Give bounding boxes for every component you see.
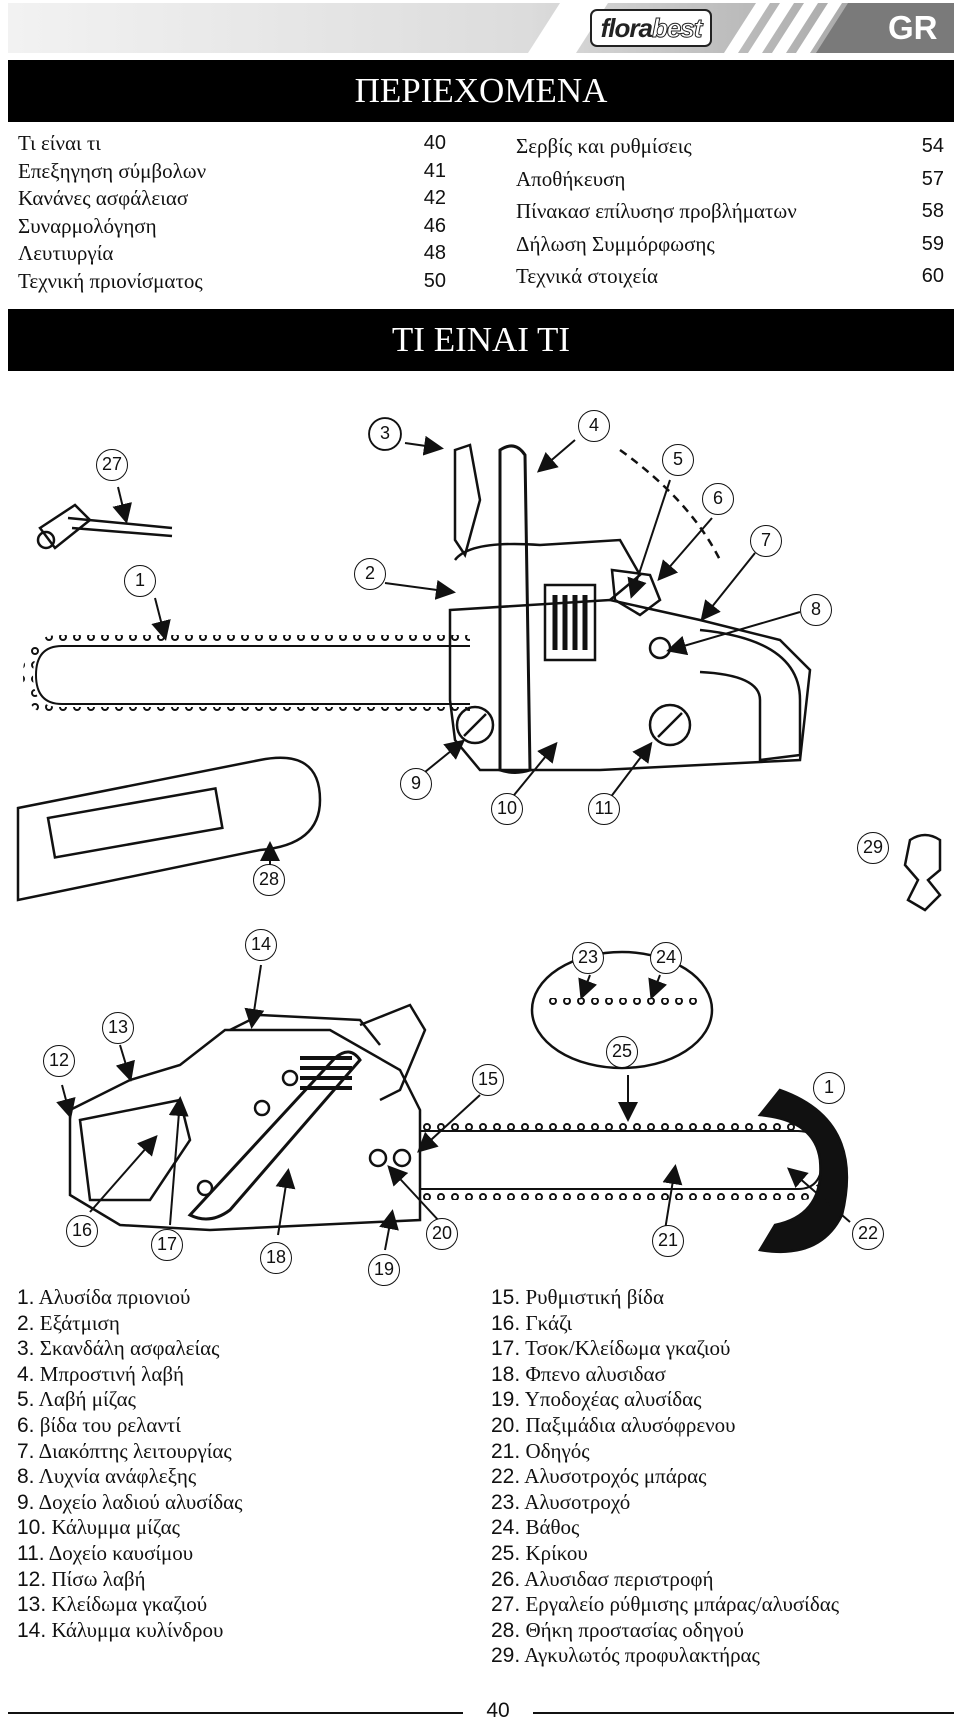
legend-item: 10. Κάλυμμα μίζας [17, 1515, 180, 1540]
toc-label: Πίνακασ επίλυσησ προβλήματων [516, 199, 797, 223]
toc-label: Τι είναι τι [18, 131, 101, 155]
toc-left: Τι είναι τι 40 Επεξηγηση σύμβολων 41 Κανάν… [18, 130, 446, 295]
toc-row[interactable]: Τεχνική πριονίσματος 50 [18, 268, 446, 296]
toc-label: Αποθήκευση [516, 166, 626, 191]
legend-item: 20. Παξιμάδια αλυσόφρενου [491, 1412, 736, 1437]
legend-item: 21. Οδηγός [491, 1438, 590, 1463]
parts-legend-right: 15. Ρυθμιστική βίδα 16. Γκάζι 17. Τσοκ/Κ… [491, 1285, 839, 1669]
chain-detail [530, 950, 714, 1070]
brand-logo-part1: flora [600, 12, 653, 43]
toc-page: 57 [921, 167, 944, 190]
toc-page: 54 [921, 135, 944, 157]
toc-label: Τεχνικά στοιχεία [516, 264, 659, 288]
toc-page: 41 [423, 159, 446, 182]
toc-right: Σερβίς και ρυθμίσεις 54 Αποθήκευση 57 Πίνα… [516, 130, 944, 293]
toc-label: Δήλωση Συμμόρφωσης [516, 231, 715, 256]
top-saw-body [448, 443, 812, 774]
contents-title: ΠΕΡΙΕΧΟΜΕΝΑ [8, 60, 954, 122]
toc-row[interactable]: Αποθήκευση 57 [516, 163, 944, 196]
toc-label: Συναρμολόγηση [18, 213, 157, 238]
legend-item: 1. Αλυσίδα πριονιού [17, 1285, 191, 1309]
toc-row[interactable]: Τεχνικά στοιχεία 60 [516, 260, 944, 293]
toc-row[interactable]: Λευτιυργία 48 [18, 240, 446, 268]
bottom-saw-bar [420, 1088, 849, 1254]
toc-row[interactable]: Πίνακασ επίλυσησ προβλήματων 58 [516, 195, 944, 228]
language-code: GR [888, 9, 938, 46]
legend-item: 28. Θήκη προστασίας οδηγού [491, 1617, 744, 1642]
footer-rule-right [533, 1712, 954, 1714]
toc-page: 59 [921, 232, 944, 255]
legend-item: 8. Λυχνία ανάφλεξης [17, 1464, 197, 1489]
top-saw-bar [22, 635, 470, 717]
svg-text:1: 1 [380, 424, 390, 444]
toc-row[interactable]: Σερβίς και ρυθμίσεις 54 [516, 130, 944, 163]
legend-item: 17. Τσοκ/Κλείδωμα γκαζιού [491, 1336, 731, 1361]
legend-item: 9. Δοχείο λαδιού αλυσίδας [17, 1489, 243, 1514]
legend-item: 29. Αγκυλωτός προφυλακτήρας [491, 1643, 760, 1668]
toc-page: 50 [423, 269, 446, 292]
toc-row[interactable]: Δήλωση Συμμόρφωσης 59 [516, 228, 944, 261]
legend-item: 26. Αλυσιδασ περιστροφή [491, 1566, 714, 1591]
legend-item: 15. Ρυθμιστική βίδα [491, 1285, 664, 1309]
legend-item: 7. Διακόπτης λειτουργίας [17, 1438, 232, 1463]
toc-page: 60 [921, 265, 944, 287]
legend-item: 25. Κρίκου [491, 1540, 588, 1565]
legend-item: 5. Λαβή μίζας [17, 1387, 136, 1412]
legend-item: 18. Φπενο αλυσιδασ [491, 1361, 666, 1386]
toc-page: 40 [423, 132, 446, 154]
parts-legend-left: 1. Αλυσίδα πριονιού 2. Εξάτμιση 3. Σκανδ… [17, 1285, 242, 1643]
legend-item: 6. βίδα του ρελαντί [17, 1412, 181, 1437]
toc-page: 42 [423, 187, 446, 209]
legend-item: 4. Μπροστινή λαβή [17, 1361, 185, 1386]
callout-3: 1 [368, 417, 402, 451]
callouts: 1 [368, 417, 402, 451]
legend-item: 2. Εξάτμιση [17, 1310, 120, 1335]
legend-item: 13. Κλείδωμα γκαζιού [17, 1592, 208, 1617]
callout-arrows [56, 435, 851, 1251]
page-number: 40 [486, 1699, 510, 1722]
toc-page: 46 [423, 214, 446, 237]
toc-label: Λευτιυργία [18, 241, 114, 265]
adjusting-tool [36, 503, 173, 550]
legend-item: 22. Αλυσοτροχός μπάρας [491, 1464, 707, 1489]
hook-guard [903, 833, 942, 912]
toc-page: 48 [423, 242, 446, 264]
toc-label: Επεξηγηση σύμβολων [18, 158, 207, 183]
toc-row[interactable]: Επεξηγηση σύμβολων 41 [18, 158, 446, 186]
legend-item: 12. Πίσω λαβή [17, 1566, 146, 1591]
brand-logo-part2: best [651, 12, 702, 43]
legend-item: 19. Υποδοχέας αλυσίδας [491, 1387, 702, 1412]
legend-item: 14. Κάλυμμα κυλίνδρου [17, 1617, 224, 1642]
toc-row[interactable]: Κανάνες ασφάλειασ 42 [18, 185, 446, 213]
bar-scabbard [16, 756, 322, 902]
footer-rule-left [8, 1712, 463, 1714]
toc-label: Κανάνες ασφάλειασ [18, 186, 189, 210]
header-stripes [8, 3, 954, 53]
legend-item: 23. Αλυσοτροχό [491, 1489, 631, 1514]
legend-item: 3. Σκανδάλη ασφαλείας [17, 1336, 220, 1361]
header-bar [8, 3, 954, 53]
legend-item: 24. Βάθος [491, 1515, 580, 1540]
toc-row[interactable]: Τι είναι τι 40 [18, 130, 446, 158]
toc-row[interactable]: Συναρμολόγηση 46 [18, 213, 446, 241]
legend-item: 27. Εργαλείο ρύθμισης μπάρας/αλυσίδας [491, 1592, 840, 1617]
section-title: ΤΙ ΕΙΝΑΙ ΤΙ [8, 309, 954, 371]
legend-item: 11. Δοχείο καυσίμου [17, 1540, 194, 1565]
toc-label: Τεχνική πριονίσματος [18, 268, 203, 293]
toc-label: Σερβίς και ρυθμίσεις [516, 134, 692, 158]
bottom-saw-body [68, 1003, 427, 1232]
legend-item: 16. Γκάζι [491, 1310, 573, 1335]
chainsaw-illustration: 1 [16, 417, 942, 1254]
toc-page: 58 [921, 200, 944, 222]
